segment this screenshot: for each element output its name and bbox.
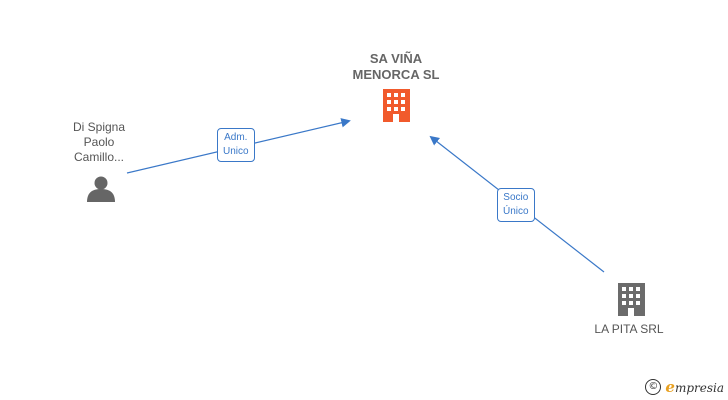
edge-label-adm-unico: Adm. Unico <box>217 128 255 162</box>
brand-logo: empresia <box>665 378 724 396</box>
copyright-icon: © <box>645 379 662 395</box>
company-name-lapita[interactable]: LA PITA SRL <box>594 322 664 336</box>
person-icon[interactable] <box>87 176 115 203</box>
brand-footer: © empresia <box>645 378 724 396</box>
building-icon[interactable] <box>618 283 645 316</box>
building-icon[interactable] <box>383 89 410 122</box>
edge-label-socio-unico: Socio Único <box>497 188 535 222</box>
company-name-main[interactable]: SA VIÑA MENORCA SL <box>352 51 440 82</box>
person-name[interactable]: Di Spigna Paolo Camillo... <box>72 120 126 164</box>
